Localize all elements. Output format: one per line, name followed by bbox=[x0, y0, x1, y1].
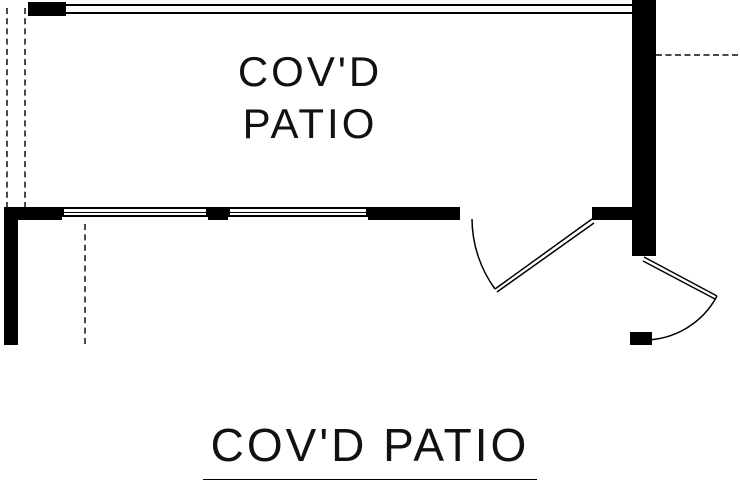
window-symbol-2 bbox=[228, 207, 368, 217]
wall-stub-bottom-right bbox=[630, 332, 652, 345]
wall-segment-left bbox=[4, 207, 62, 220]
door-leaf-icon bbox=[496, 222, 595, 293]
door-leaf-icon bbox=[494, 218, 593, 290]
door-arc-icon bbox=[643, 295, 718, 341]
window-symbol-1 bbox=[62, 207, 208, 217]
patio-post bbox=[28, 2, 66, 16]
room-label: COV'D PATIO bbox=[150, 46, 470, 150]
door-arc-icon bbox=[471, 218, 496, 290]
roof-dashed-line-left-outer bbox=[6, 8, 8, 208]
room-label-line1: COV'D bbox=[237, 48, 383, 95]
wall-segment-door-jamb bbox=[592, 207, 632, 220]
plan-title: COV'D PATIO bbox=[0, 418, 740, 480]
door-leaf-icon bbox=[643, 256, 718, 297]
room-label-line2: PATIO bbox=[242, 100, 378, 147]
roof-dashed-line-top-right bbox=[656, 54, 738, 56]
right-exterior-wall bbox=[632, 0, 656, 256]
door-leaf-icon bbox=[642, 260, 716, 300]
plan-title-text: COV'D PATIO bbox=[202, 418, 538, 480]
wall-segment-right bbox=[368, 207, 460, 220]
interior-dashed-line bbox=[84, 224, 86, 344]
left-exterior-wall bbox=[4, 207, 18, 345]
wall-mullion bbox=[208, 207, 228, 220]
patio-beam-line bbox=[30, 4, 632, 14]
roof-dashed-line-left-inner bbox=[24, 8, 26, 208]
